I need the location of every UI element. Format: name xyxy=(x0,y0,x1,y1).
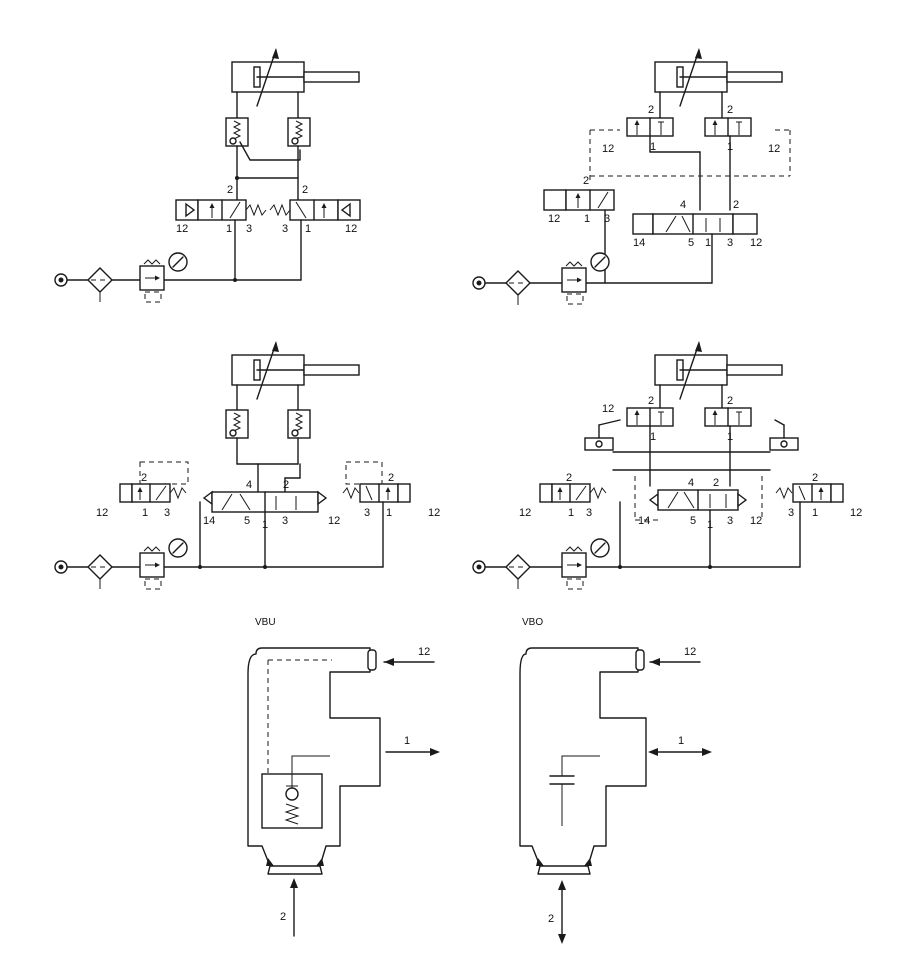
port-label: 3 xyxy=(727,515,733,527)
port-label: 3 xyxy=(282,515,288,527)
port-label: 3 xyxy=(164,507,170,519)
port-label: 12 xyxy=(96,507,108,519)
port-label: 3 xyxy=(246,223,252,235)
port-label: 12 xyxy=(750,237,762,249)
port-label: 5 xyxy=(688,237,694,249)
vbo-section xyxy=(519,647,712,944)
port-label: 12 xyxy=(176,223,188,235)
circuit-mid-left xyxy=(54,340,411,590)
port-label: 1 xyxy=(142,507,148,519)
port-label: 12 xyxy=(602,143,614,155)
port-label: 2 xyxy=(141,472,147,484)
port-label: 4 xyxy=(246,479,252,491)
circuit-top-left xyxy=(54,47,361,303)
port-label: 3 xyxy=(282,223,288,235)
port-labels: 2 2 12 1 3 3 1 12 2 2 12 1 1 12 2 12 1 3… xyxy=(96,104,862,531)
port-label: 5 xyxy=(244,515,250,527)
port-label: 1 xyxy=(707,519,713,531)
port-label: 12 xyxy=(602,403,614,415)
port-label: 1 xyxy=(705,237,711,249)
port-label: 3 xyxy=(604,213,610,225)
port-label: 12 xyxy=(768,143,780,155)
vbu-section xyxy=(247,647,440,937)
port-label: 12 xyxy=(750,515,762,527)
vbu-port-2: 2 xyxy=(280,911,286,923)
port-label: 3 xyxy=(727,237,733,249)
port-label: 1 xyxy=(584,213,590,225)
port-label: 2 xyxy=(302,184,308,196)
port-label: 1 xyxy=(812,507,818,519)
port-label: 12 xyxy=(328,515,340,527)
port-label: 2 xyxy=(388,472,394,484)
vbu-port-1: 1 xyxy=(404,735,410,747)
vbo-port-1: 1 xyxy=(678,735,684,747)
port-label: 12 xyxy=(850,507,862,519)
port-label: 1 xyxy=(650,141,656,153)
port-label: 1 xyxy=(226,223,232,235)
vbu-port-12: 12 xyxy=(418,646,430,658)
port-label: 2 xyxy=(727,395,733,407)
port-label: 2 xyxy=(713,477,719,489)
port-label: 1 xyxy=(727,141,733,153)
port-label: 1 xyxy=(568,507,574,519)
vbo-port-12: 12 xyxy=(684,646,696,658)
port-label: 2 xyxy=(733,199,739,211)
port-label: 1 xyxy=(727,431,733,443)
port-label: 1 xyxy=(386,507,392,519)
port-label: 12 xyxy=(345,223,357,235)
port-label: 2 xyxy=(566,472,572,484)
port-label: 2 xyxy=(227,184,233,196)
port-label: 3 xyxy=(586,507,592,519)
port-label: 12 xyxy=(519,507,531,519)
vbo-port-2: 2 xyxy=(548,913,554,925)
port-label: 12 xyxy=(548,213,560,225)
port-label: 4 xyxy=(688,477,694,489)
port-label: 2 xyxy=(648,104,654,116)
port-label: 5 xyxy=(690,515,696,527)
port-label: 14 xyxy=(638,515,650,527)
port-label: 1 xyxy=(305,223,311,235)
circuit-mid-right xyxy=(472,340,844,590)
port-label: 2 xyxy=(648,395,654,407)
port-label: 3 xyxy=(788,507,794,519)
port-label: 12 xyxy=(428,507,440,519)
port-label: 2 xyxy=(812,472,818,484)
port-label: 2 xyxy=(283,479,289,491)
port-label: 14 xyxy=(203,515,215,527)
port-label: 14 xyxy=(633,237,645,249)
vbu-caption: VBU xyxy=(255,617,276,628)
port-label: 3 xyxy=(364,507,370,519)
circuit-top-right xyxy=(472,47,791,306)
port-label: 4 xyxy=(680,199,686,211)
vbo-caption: VBO xyxy=(522,617,543,628)
port-label: 2 xyxy=(727,104,733,116)
port-label: 1 xyxy=(262,519,268,531)
port-label: 1 xyxy=(650,431,656,443)
port-label: 2 xyxy=(583,175,589,187)
